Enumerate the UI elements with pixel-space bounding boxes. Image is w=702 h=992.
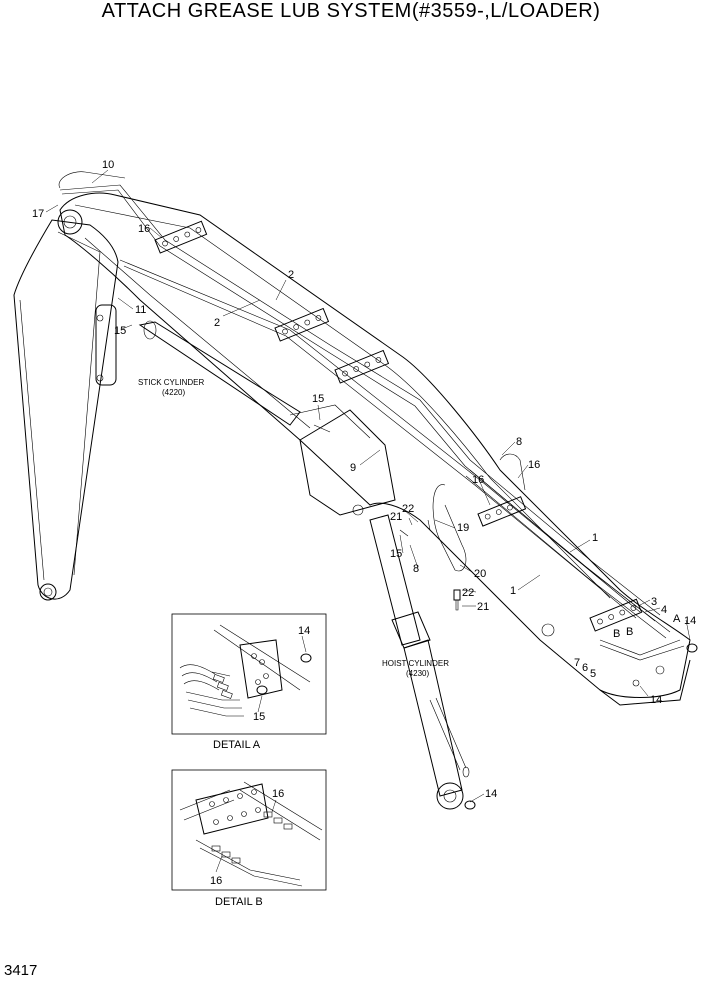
callout-14: 14 — [485, 788, 497, 800]
leader-lines — [45, 169, 691, 803]
detail-b: 16 16 — [171, 769, 327, 891]
callout-9: 9 — [350, 462, 356, 474]
fittings — [313, 424, 698, 810]
detail-a: 14 15 — [171, 613, 327, 735]
callout-labels: 10 17 16 2 2 11 15 15 9 8 16 16 1 1 22 2… — [32, 159, 696, 800]
clamp-blocks — [154, 220, 643, 632]
detail-a-callout-15: 15 — [253, 711, 265, 723]
stick-cylinder-code: (4220) — [162, 388, 185, 397]
callout-22: 22 — [462, 587, 474, 599]
callout-21: 21 — [477, 601, 489, 613]
callout-17: 17 — [32, 208, 44, 220]
callout-1: 1 — [592, 532, 598, 544]
hoist-cylinder-code: (4230) — [406, 669, 429, 678]
callout-15: 15 — [390, 548, 402, 560]
callout-11: 11 — [135, 304, 146, 316]
callout-B: B — [626, 626, 633, 638]
callout-15: 15 — [114, 325, 126, 337]
callout-16: 16 — [528, 459, 540, 471]
callout-14: 14 — [650, 694, 662, 706]
callout-10: 10 — [102, 159, 114, 171]
callout-20: 20 — [474, 568, 486, 580]
callout-1: 1 — [510, 585, 516, 597]
page-number: 3417 — [4, 962, 38, 979]
callout-2: 2 — [214, 317, 220, 329]
hoist-cylinder — [369, 514, 470, 810]
detail-b-label: DETAIL B — [215, 896, 263, 908]
detail-a-label: DETAIL A — [213, 739, 261, 751]
callout-22: 22 — [402, 503, 414, 515]
callout-7: 7 — [574, 657, 580, 669]
detail-a-callout-14: 14 — [298, 625, 310, 637]
callout-15: 15 — [312, 393, 324, 405]
callout-8: 8 — [413, 563, 419, 575]
callout-6: 6 — [582, 662, 588, 674]
callout-16: 16 — [472, 474, 484, 486]
grease-pipes — [58, 171, 685, 661]
callout-B: B — [613, 628, 620, 640]
callout-5: 5 — [590, 668, 596, 680]
cylinder-labels: STICK CYLINDER (4220) HOIST CYLINDER (42… — [138, 378, 449, 678]
callout-A: A — [673, 613, 681, 625]
detail-b-callout-16: 16 — [210, 875, 222, 887]
callout-4: 4 — [661, 604, 667, 616]
callout-2: 2 — [288, 269, 294, 281]
stick-cylinder-name: STICK CYLINDER — [138, 378, 204, 387]
boom — [57, 192, 691, 706]
hoist-cylinder-name: HOIST CYLINDER — [382, 659, 449, 668]
detail-b-callout-16: 16 — [272, 788, 284, 800]
page-title: ATTACH GREASE LUB SYSTEM(#3559-,L/LOADER… — [101, 0, 601, 22]
callout-21: 21 — [390, 511, 402, 523]
callout-19: 19 — [457, 522, 469, 534]
stick-cylinder — [138, 320, 301, 426]
callout-14: 14 — [684, 615, 696, 627]
stick-arm — [13, 219, 119, 601]
callout-16: 16 — [138, 223, 150, 235]
callout-8: 8 — [516, 436, 522, 448]
callout-3: 3 — [651, 596, 657, 608]
